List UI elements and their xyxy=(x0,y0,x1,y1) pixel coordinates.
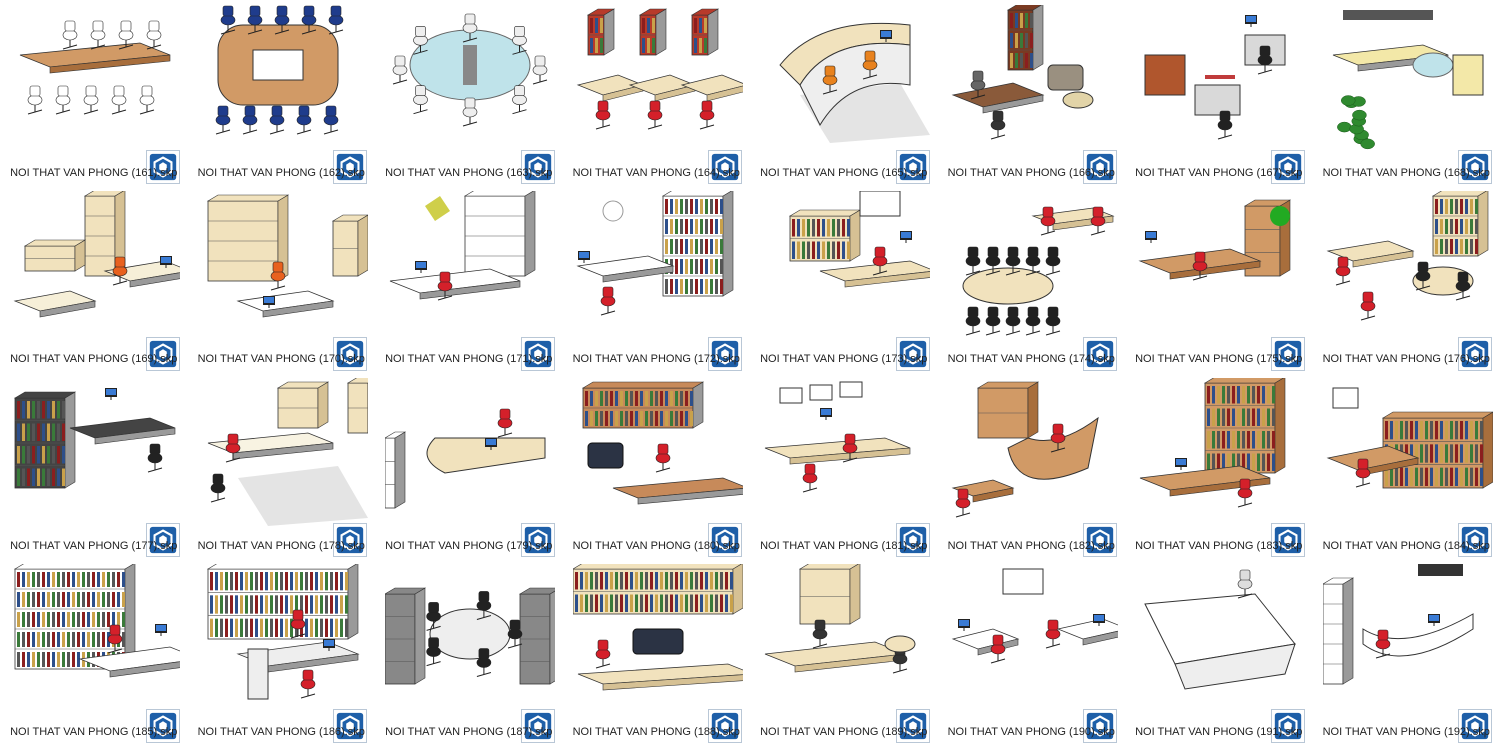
file-name-label: NOI THAT VAN PHONG (166).skp xyxy=(938,167,1126,179)
file-name-label: NOI THAT VAN PHONG (168).skp xyxy=(1313,167,1500,179)
file-tile[interactable]: NOI THAT VAN PHONG (163).skp xyxy=(375,0,563,186)
file-tile[interactable]: NOI THAT VAN PHONG (166).skp xyxy=(938,0,1126,186)
thumbnail-image xyxy=(198,564,368,724)
file-name-label: NOI THAT VAN PHONG (164).skp xyxy=(563,167,751,179)
thumbnail-image xyxy=(10,564,180,724)
thumbnail-image xyxy=(760,191,930,351)
file-tile[interactable]: NOI THAT VAN PHONG (183).skp xyxy=(1125,373,1313,559)
thumbnail-image xyxy=(198,5,368,165)
file-tile[interactable]: NOI THAT VAN PHONG (191).skp xyxy=(1125,559,1313,745)
file-name-label: NOI THAT VAN PHONG (190).skp xyxy=(938,726,1126,738)
file-tile[interactable]: NOI THAT VAN PHONG (185).skp xyxy=(0,559,188,745)
file-tile[interactable]: NOI THAT VAN PHONG (190).skp xyxy=(938,559,1126,745)
file-tile[interactable]: NOI THAT VAN PHONG (188).skp xyxy=(563,559,751,745)
thumbnail-image xyxy=(760,564,930,724)
file-name-label: NOI THAT VAN PHONG (176).skp xyxy=(1313,353,1500,365)
file-name-label: NOI THAT VAN PHONG (180).skp xyxy=(563,540,751,552)
file-name-label: NOI THAT VAN PHONG (173).skp xyxy=(750,353,938,365)
thumbnail-image xyxy=(385,5,555,165)
file-tile[interactable]: NOI THAT VAN PHONG (192).skp xyxy=(1313,559,1500,745)
file-tile[interactable]: NOI THAT VAN PHONG (168).skp xyxy=(1313,0,1500,186)
file-tile[interactable]: NOI THAT VAN PHONG (181).skp xyxy=(750,373,938,559)
file-tile[interactable]: NOI THAT VAN PHONG (164).skp xyxy=(563,0,751,186)
thumbnail-image xyxy=(760,378,930,538)
file-name-label: NOI THAT VAN PHONG (174).skp xyxy=(938,353,1126,365)
file-tile[interactable]: NOI THAT VAN PHONG (176).skp xyxy=(1313,186,1500,372)
thumbnail-image xyxy=(573,378,743,538)
file-tile[interactable]: NOI THAT VAN PHONG (178).skp xyxy=(188,373,376,559)
thumbnail-image xyxy=(10,191,180,351)
thumbnail-image xyxy=(10,378,180,538)
thumbnail-image xyxy=(948,5,1118,165)
file-name-label: NOI THAT VAN PHONG (178).skp xyxy=(188,540,376,552)
file-name-label: NOI THAT VAN PHONG (177).skp xyxy=(0,540,188,552)
thumbnail-image xyxy=(1135,564,1305,724)
file-name-label: NOI THAT VAN PHONG (189).skp xyxy=(750,726,938,738)
thumbnail-image xyxy=(385,378,555,538)
file-tile[interactable]: NOI THAT VAN PHONG (174).skp xyxy=(938,186,1126,372)
file-tile[interactable]: NOI THAT VAN PHONG (172).skp xyxy=(563,186,751,372)
thumbnail-image xyxy=(198,191,368,351)
file-tile[interactable]: NOI THAT VAN PHONG (177).skp xyxy=(0,373,188,559)
thumbnail-image xyxy=(948,564,1118,724)
file-tile[interactable]: NOI THAT VAN PHONG (179).skp xyxy=(375,373,563,559)
file-name-label: NOI THAT VAN PHONG (165).skp xyxy=(750,167,938,179)
thumbnail-image xyxy=(385,191,555,351)
file-tile[interactable]: NOI THAT VAN PHONG (169).skp xyxy=(0,186,188,372)
file-tile[interactable]: NOI THAT VAN PHONG (162).skp xyxy=(188,0,376,186)
thumbnail-image xyxy=(10,5,180,165)
thumbnail-image xyxy=(1135,5,1305,165)
file-name-label: NOI THAT VAN PHONG (184).skp xyxy=(1313,540,1500,552)
file-name-label: NOI THAT VAN PHONG (188).skp xyxy=(563,726,751,738)
file-name-label: NOI THAT VAN PHONG (170).skp xyxy=(188,353,376,365)
file-tile[interactable]: NOI THAT VAN PHONG (187).skp xyxy=(375,559,563,745)
file-tile[interactable]: NOI THAT VAN PHONG (165).skp xyxy=(750,0,938,186)
file-name-label: NOI THAT VAN PHONG (167).skp xyxy=(1125,167,1313,179)
thumbnail-image xyxy=(1323,378,1493,538)
file-tile[interactable]: NOI THAT VAN PHONG (180).skp xyxy=(563,373,751,559)
file-name-label: NOI THAT VAN PHONG (175).skp xyxy=(1125,353,1313,365)
thumbnail-image xyxy=(948,378,1118,538)
file-name-label: NOI THAT VAN PHONG (191).skp xyxy=(1125,726,1313,738)
file-name-label: NOI THAT VAN PHONG (162).skp xyxy=(188,167,376,179)
file-name-label: NOI THAT VAN PHONG (183).skp xyxy=(1125,540,1313,552)
thumbnail-image xyxy=(573,564,743,724)
file-tile[interactable]: NOI THAT VAN PHONG (173).skp xyxy=(750,186,938,372)
file-tile[interactable]: NOI THAT VAN PHONG (182).skp xyxy=(938,373,1126,559)
file-name-label: NOI THAT VAN PHONG (182).skp xyxy=(938,540,1126,552)
file-name-label: NOI THAT VAN PHONG (172).skp xyxy=(563,353,751,365)
thumbnail-image xyxy=(573,191,743,351)
file-tile[interactable]: NOI THAT VAN PHONG (189).skp xyxy=(750,559,938,745)
thumbnail-image xyxy=(1323,564,1493,724)
file-name-label: NOI THAT VAN PHONG (186).skp xyxy=(188,726,376,738)
thumbnail-image xyxy=(1323,191,1493,351)
thumbnail-image xyxy=(573,5,743,165)
file-name-label: NOI THAT VAN PHONG (192).skp xyxy=(1313,726,1500,738)
thumbnail-image xyxy=(1135,191,1305,351)
file-name-label: NOI THAT VAN PHONG (161).skp xyxy=(0,167,188,179)
file-name-label: NOI THAT VAN PHONG (187).skp xyxy=(375,726,563,738)
file-tile[interactable]: NOI THAT VAN PHONG (167).skp xyxy=(1125,0,1313,186)
file-name-label: NOI THAT VAN PHONG (185).skp xyxy=(0,726,188,738)
file-name-label: NOI THAT VAN PHONG (181).skp xyxy=(750,540,938,552)
thumbnail-image xyxy=(1323,5,1493,165)
thumbnail-image xyxy=(385,564,555,724)
thumbnail-image xyxy=(948,191,1118,351)
file-tile[interactable]: NOI THAT VAN PHONG (175).skp xyxy=(1125,186,1313,372)
file-name-label: NOI THAT VAN PHONG (179).skp xyxy=(375,540,563,552)
file-tile[interactable]: NOI THAT VAN PHONG (184).skp xyxy=(1313,373,1500,559)
file-tile[interactable]: NOI THAT VAN PHONG (171).skp xyxy=(375,186,563,372)
file-tile[interactable]: NOI THAT VAN PHONG (161).skp xyxy=(0,0,188,186)
thumbnail-image xyxy=(1135,378,1305,538)
file-name-label: NOI THAT VAN PHONG (171).skp xyxy=(375,353,563,365)
file-tile[interactable]: NOI THAT VAN PHONG (170).skp xyxy=(188,186,376,372)
file-name-label: NOI THAT VAN PHONG (163).skp xyxy=(375,167,563,179)
file-tile[interactable]: NOI THAT VAN PHONG (186).skp xyxy=(188,559,376,745)
file-name-label: NOI THAT VAN PHONG (169).skp xyxy=(0,353,188,365)
thumbnail-image xyxy=(198,378,368,538)
thumbnail-image xyxy=(760,5,930,165)
